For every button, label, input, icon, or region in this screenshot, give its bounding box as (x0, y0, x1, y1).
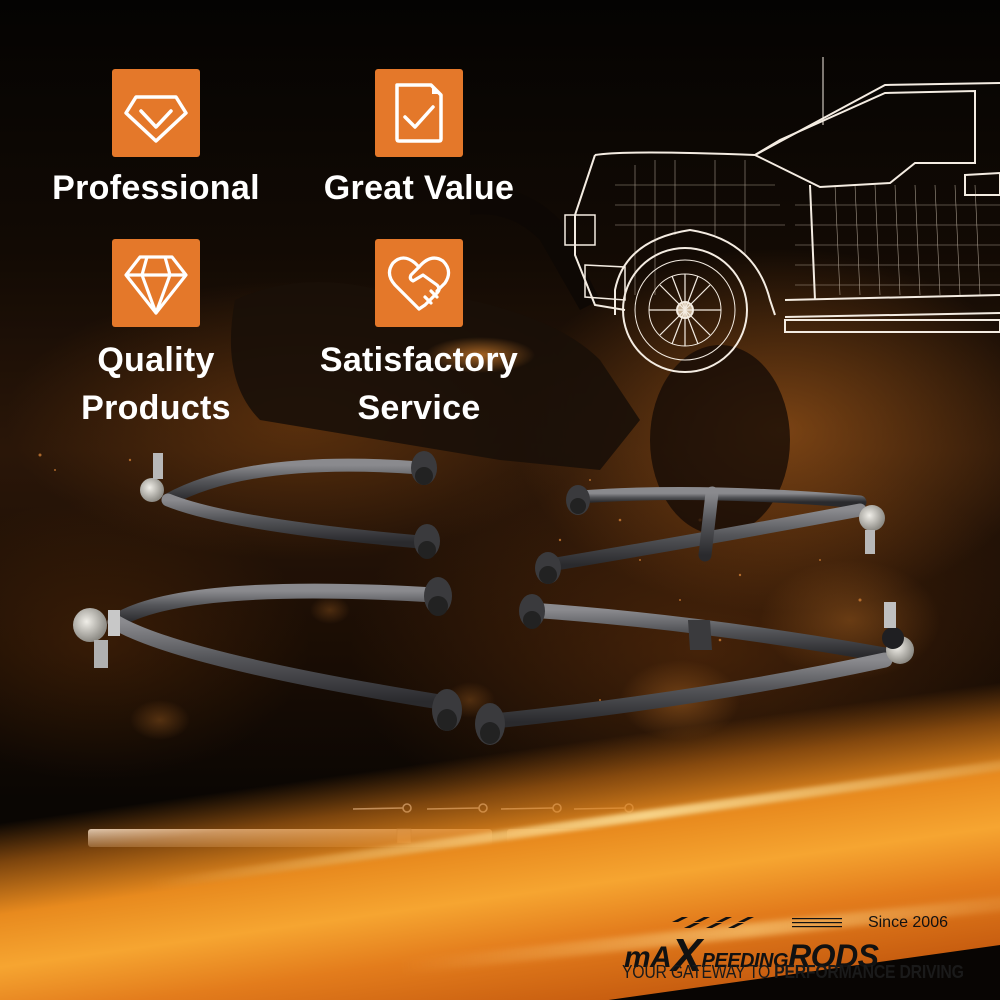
feature-quality-products-label: Quality Products (81, 341, 231, 427)
feature-great-value-label: Great Value (323, 169, 515, 207)
checkered-flag-stripes-icon (672, 917, 842, 928)
gem-icon (124, 255, 188, 315)
lower-left-bushings (73, 577, 462, 731)
feature-professional-icon-box (112, 69, 200, 157)
feature-satisfactory-service-label: Satisfactory Service (319, 341, 519, 427)
handshake-heart-icon (387, 256, 451, 311)
wireframe-truck-illustration (564, 57, 1000, 373)
upper-a-arm-right (543, 486, 867, 572)
diamond-check-icon (124, 95, 188, 143)
upper-right-bushings (535, 485, 885, 584)
feature-great-value-icon-box (375, 69, 463, 157)
lower-a-arm-left (107, 583, 448, 710)
lower-a-arm-right (477, 602, 893, 730)
upper-a-arm-left (161, 458, 427, 549)
upper-left-bushings (140, 451, 440, 559)
lower-right-bushings (475, 594, 914, 745)
feature-professional-label: Professional (52, 169, 260, 207)
document-check-icon (395, 83, 443, 143)
feature-quality-products-icon-box (112, 239, 200, 327)
brand-since: Since 2006 (867, 914, 948, 931)
brand-logo: mAXPEEDINGRODS (624, 929, 879, 981)
brand-tagline: YOUR GATEWAY TO PERFORMANCE DRIVING (622, 962, 964, 982)
feature-satisfactory-service-icon-box (375, 239, 463, 327)
